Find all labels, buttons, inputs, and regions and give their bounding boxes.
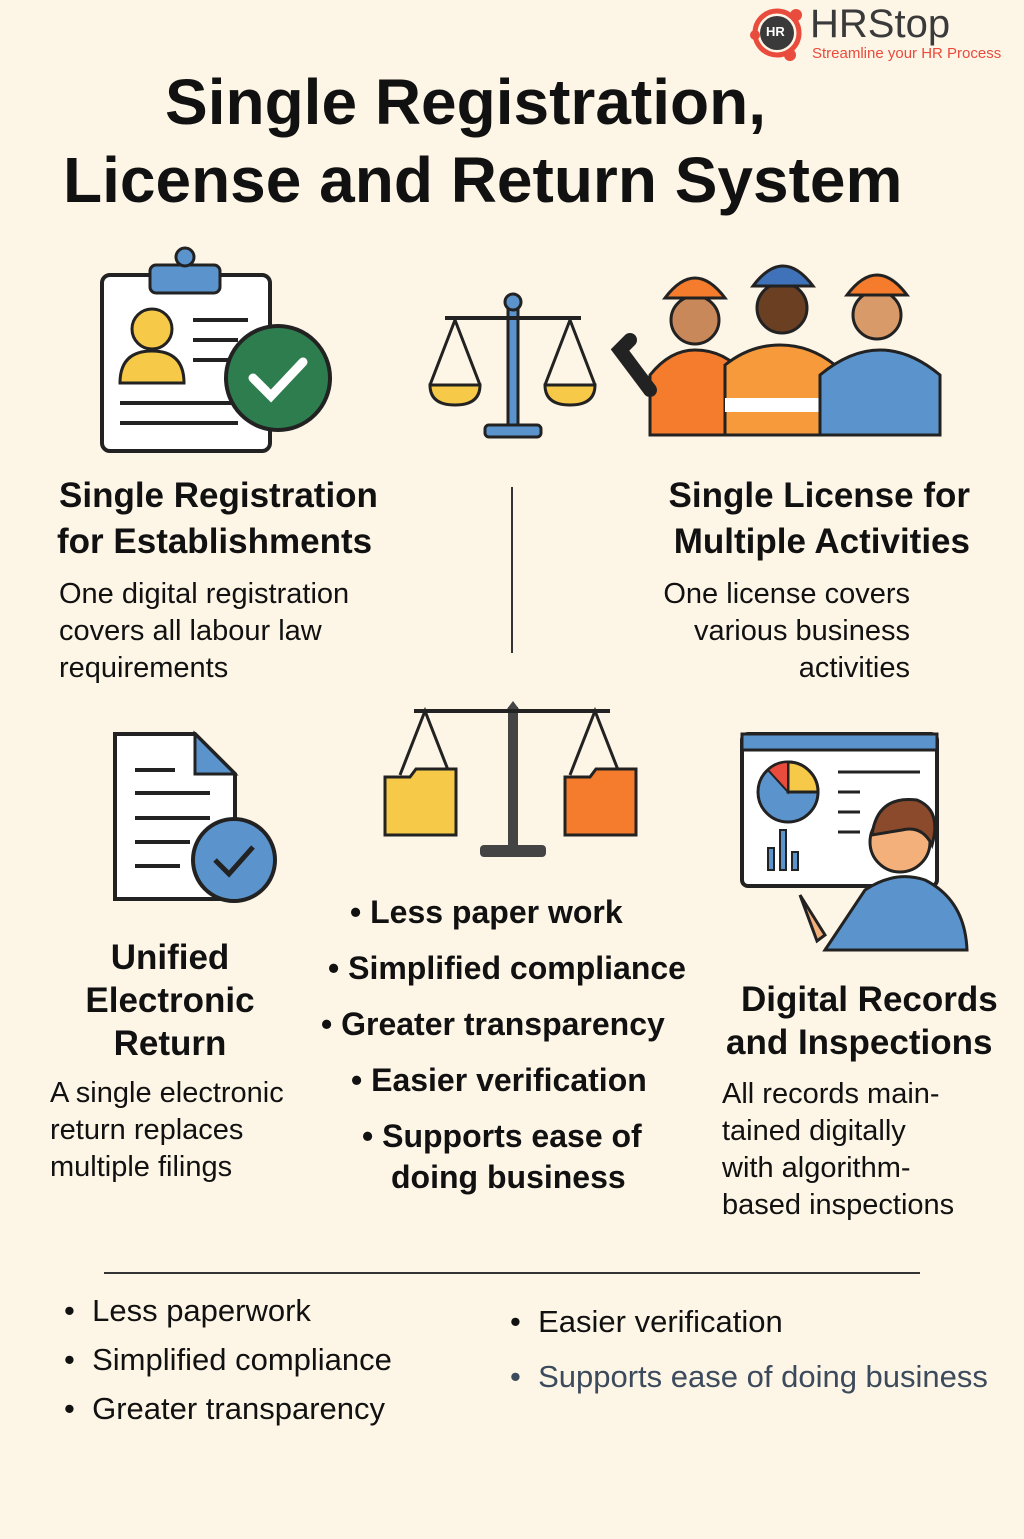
dashboard-analyst-icon: [740, 732, 969, 952]
bottom-benefit: • Greater transparency: [64, 1391, 386, 1426]
benefit-text: Simplified compliance: [348, 950, 686, 986]
center-benefit-4: • Easier verification: [351, 1062, 647, 1098]
bottom-benefit: • Less paperwork: [64, 1293, 311, 1328]
return-desc: A single electronic return replaces mult…: [50, 1075, 284, 1186]
benefit-text: Supports ease of doing business: [538, 1359, 988, 1394]
registration-heading-1: Single Registration: [59, 476, 378, 515]
center-benefit-5-cont: doing business: [391, 1159, 626, 1195]
benefit-text: Greater transparency: [341, 1006, 665, 1042]
desc-line: with algorithm-: [722, 1152, 911, 1184]
logo-badge: HR: [766, 24, 785, 39]
center-benefit-5: • Supports ease of: [362, 1118, 642, 1154]
desc-line: multiple filings: [50, 1151, 233, 1183]
desc-line: activities: [798, 652, 910, 684]
scale-folders-icon: [383, 701, 638, 857]
heading-line: Unified: [110, 938, 230, 977]
benefit-text: Easier verification: [538, 1304, 783, 1339]
benefit-text: Less paper work: [370, 894, 623, 930]
return-heading: Unified Electronic Return: [20, 936, 320, 1065]
benefit-text: Greater transparency: [92, 1391, 386, 1426]
benefit-text: Simplified compliance: [92, 1342, 392, 1377]
desc-line: One license covers: [663, 578, 910, 610]
license-desc: One license covers various business acti…: [600, 576, 910, 687]
center-benefit-3: • Greater transparency: [321, 1006, 665, 1042]
benefit-text: Easier verification: [371, 1062, 647, 1098]
desc-line: A single electronic: [50, 1077, 284, 1109]
registration-desc: One digital registration covers all labo…: [59, 576, 349, 687]
heading-line: Electronic: [85, 981, 255, 1020]
desc-line: All records main-: [722, 1078, 940, 1110]
divider-horizontal: [104, 1272, 920, 1274]
bottom-benefit: • Supports ease of doing business: [510, 1359, 988, 1394]
logo-ring-icon: [750, 8, 802, 61]
desc-line: tained digitally: [722, 1115, 906, 1147]
benefit-text: Less paperwork: [92, 1293, 311, 1328]
bottom-benefit: • Easier verification: [510, 1304, 783, 1339]
heading-line: Return: [113, 1024, 227, 1063]
title-line-1: Single Registration,: [165, 66, 766, 138]
benefit-text: Supports ease of: [382, 1118, 642, 1154]
records-desc: All records main- tained digitally with …: [722, 1076, 954, 1224]
license-heading-2: Multiple Activities: [673, 522, 970, 561]
logo: HR HRStop Streamline your HR Process: [748, 2, 1024, 64]
center-benefit-2: • Simplified compliance: [328, 950, 686, 986]
bottom-benefit: • Simplified compliance: [64, 1342, 392, 1377]
registration-heading-2: for Establishments: [57, 522, 373, 561]
document-check-icon: [113, 730, 277, 903]
center-benefit-1: • Less paper work: [350, 894, 623, 930]
bottom-benefits-left: • Less paperwork • Simplified compliance…: [64, 1286, 392, 1433]
records-heading-1: Digital Records: [741, 980, 998, 1019]
desc-line: based inspections: [722, 1189, 955, 1221]
desc-line: various business: [694, 615, 910, 647]
divider-vertical: [511, 487, 513, 653]
clipboard-check-icon: [100, 246, 332, 453]
desc-line: covers all labour law: [59, 615, 322, 647]
desc-line: return replaces: [50, 1114, 244, 1146]
logo-name: HRStop: [810, 2, 951, 46]
title-line-2: License and Return System: [63, 144, 903, 216]
records-heading-2: and Inspections: [726, 1023, 993, 1062]
desc-line: One digital registration: [59, 578, 350, 610]
desc-line: requirements: [59, 652, 229, 684]
license-heading-1: Single License for: [668, 476, 970, 515]
scale-workers-icon: [428, 264, 942, 439]
logo-tagline: Streamline your HR Process: [812, 45, 1002, 62]
